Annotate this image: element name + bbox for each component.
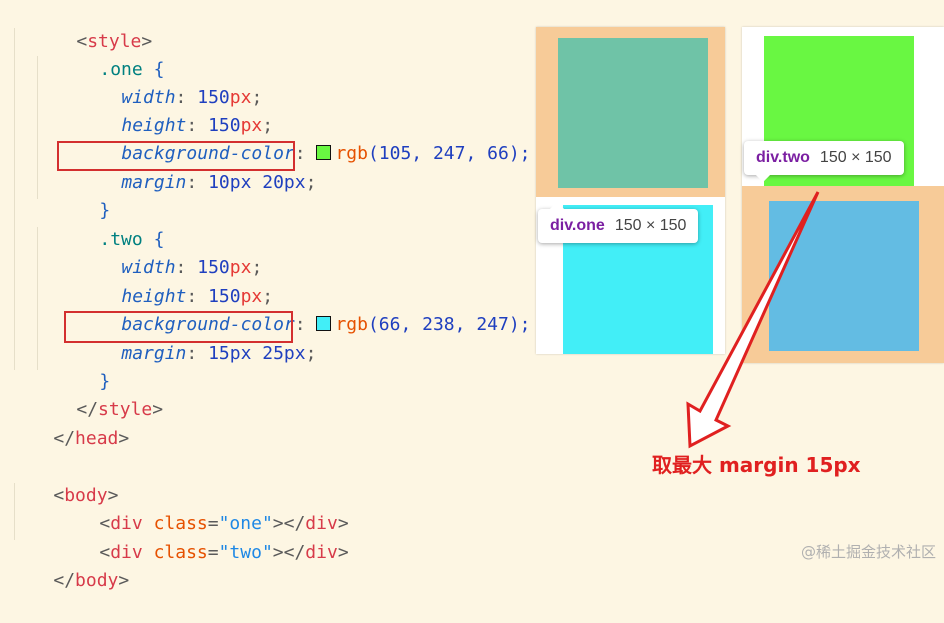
code-token: height: [121, 115, 187, 136]
code-token: height: [121, 286, 187, 307]
code-token: class: [153, 513, 208, 534]
highlight-box-one: [57, 141, 295, 171]
code-token: }: [99, 371, 111, 392]
code-line: }: [56, 169, 110, 221]
code-token: <: [76, 31, 88, 52]
code-line: <body>: [53, 485, 119, 506]
code-line: width: 150px;: [121, 87, 263, 108]
color-swatch-green[interactable]: [316, 145, 332, 160]
tooltip-size: 150 × 150: [614, 217, 687, 234]
code-line: height: 150px;: [121, 286, 274, 307]
color-swatch-cyan[interactable]: [316, 316, 332, 331]
code-line: .two {: [56, 198, 164, 250]
code-token: class: [153, 542, 208, 563]
code-line: <div class="one"></div>: [99, 513, 349, 534]
code-token: margin: [121, 172, 187, 193]
code-editor: <style> .one { width: 150px; height: 150…: [14, 0, 531, 591]
code-token: width: [121, 257, 176, 278]
code-line: margin: 15px 25px;: [121, 343, 317, 364]
div-two-box[interactable]: [769, 201, 919, 351]
indent-guide: [37, 227, 38, 370]
code-token: rgb: [335, 314, 368, 335]
code-line: .one {: [56, 28, 164, 80]
code-token: px: [240, 115, 263, 136]
tooltip-name: div.one: [550, 217, 605, 234]
code-line: </style>: [76, 399, 164, 420]
code-token: style: [87, 31, 142, 52]
div-one-box[interactable]: [558, 38, 708, 188]
code-token: head: [75, 428, 119, 449]
code-token: background-color: [121, 143, 295, 164]
code-token: .one: [99, 59, 143, 80]
code-token: {: [153, 229, 165, 250]
code-line: <style>: [33, 0, 152, 52]
code-token: body: [64, 485, 108, 506]
code-token: (66, 238, 247);: [367, 314, 531, 335]
code-token: div: [110, 513, 143, 534]
tooltip-div-one: div.one 150 × 150: [538, 201, 699, 243]
code-line: </body>: [53, 570, 130, 591]
code-token: (105, 247, 66);: [367, 143, 531, 164]
code-token: width: [121, 87, 176, 108]
code-line: background-color: rgb(66, 238, 247);: [121, 314, 531, 335]
code-line: width: 150px;: [121, 257, 263, 278]
code-line: }: [56, 340, 110, 392]
code-token: 15px 25px: [208, 343, 306, 364]
highlight-box-two: [64, 311, 293, 343]
code-token: 150: [197, 87, 230, 108]
annotation-text: 取最大 margin 15px: [652, 453, 861, 477]
indent-guide: [37, 56, 38, 199]
code-token: px: [240, 286, 263, 307]
preview-one: div.one 150 × 150: [536, 27, 725, 354]
code-token: margin: [121, 343, 187, 364]
code-token: 150: [197, 257, 230, 278]
code-token: .two: [99, 229, 143, 250]
code-token: body: [75, 570, 119, 591]
code-token: div: [110, 542, 143, 563]
code-line: height: 150px;: [121, 115, 274, 136]
watermark: @稀土掘金技术社区: [800, 543, 936, 561]
indent-guide: [14, 483, 15, 540]
indent-guide: [14, 28, 15, 370]
code-token: 150: [208, 286, 241, 307]
code-line: background-color: rgb(105, 247, 66);: [121, 143, 531, 164]
code-token: px: [229, 87, 252, 108]
tooltip-name: div.two: [756, 149, 810, 166]
code-line: margin: 10px 20px;: [121, 172, 317, 193]
code-token: >: [141, 31, 153, 52]
code-token: px: [229, 257, 252, 278]
tooltip-div-two: div.two 150 × 150: [744, 141, 904, 183]
tooltip-size: 150 × 150: [819, 149, 892, 166]
code-line: <div class="two"></div>: [99, 542, 349, 563]
code-token: "one": [218, 513, 273, 534]
code-token: 150: [208, 115, 241, 136]
preview-two: div.two 150 × 150: [742, 27, 944, 363]
code-token: rgb: [335, 143, 368, 164]
code-token: {: [153, 59, 165, 80]
code-token: background-color: [121, 314, 295, 335]
code-token: 10px 20px: [208, 172, 306, 193]
code-line: </head>: [53, 428, 130, 449]
code-token: "two": [218, 542, 273, 563]
code-token: style: [98, 399, 153, 420]
code-token: }: [99, 200, 111, 221]
